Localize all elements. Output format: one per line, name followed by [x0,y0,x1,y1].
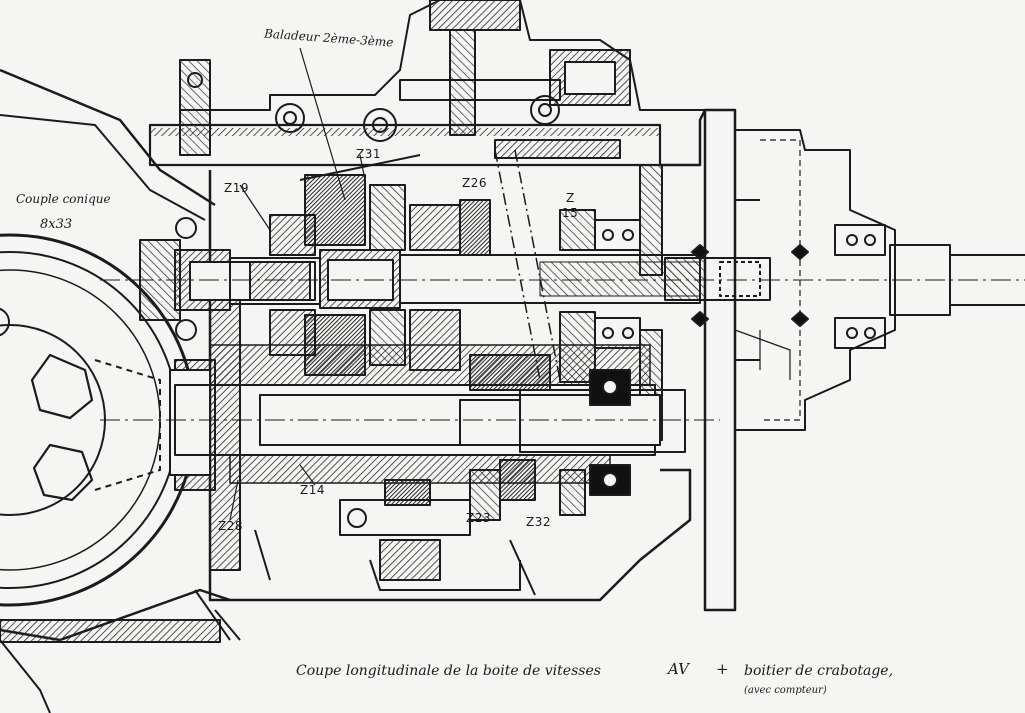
label-z32: Z32 [526,515,551,529]
label-couple-ratio: 8x33 [40,217,73,232]
caption-plus: + [716,660,729,678]
label-z15-den: 15 [562,206,579,220]
caption-tail: boitier de crabotage, [744,663,894,679]
left-housing [0,68,241,713]
leader-lines [229,47,366,521]
label-couple-conique: Couple conique [16,192,111,206]
label-z26: Z26 [462,176,487,190]
caption-av: AV [668,660,689,678]
label-z15-num: Z [566,191,575,205]
transfer-box [664,129,1025,431]
label-z28: Z28 [218,519,243,533]
label-z19: Z19 [224,181,249,195]
lay-shaft [100,344,720,521]
caption-sub: (avec compteur) [744,685,827,696]
shift-mechanism [148,0,705,181]
caption-main: Coupe longitudinale de la boite de vites… [296,663,601,679]
label-z31: Z31 [356,147,381,161]
label-z14: Z14 [300,483,325,497]
label-z23: Z23 [466,511,491,525]
